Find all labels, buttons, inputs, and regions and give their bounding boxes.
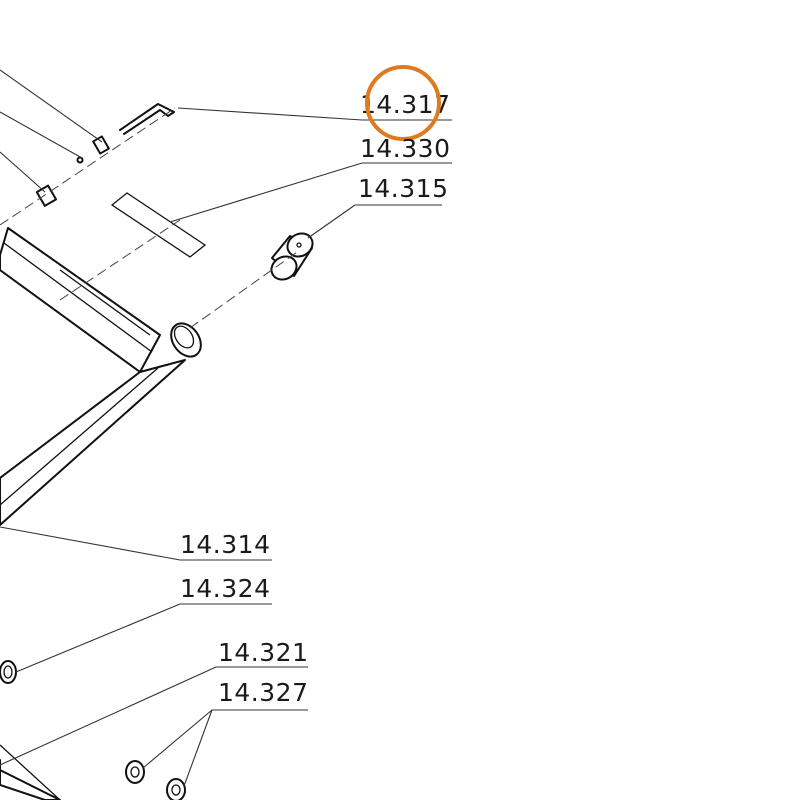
callout-14-324: 14.324 — [15, 574, 272, 673]
callout-label-14-327: 14.327 — [218, 678, 308, 707]
callout-label-14-314: 14.314 — [180, 530, 270, 559]
offscreen-leaders — [0, 69, 103, 193]
callout-label-14-324: 14.324 — [180, 574, 270, 603]
callout-label-14-315: 14.315 — [358, 174, 448, 203]
callout-label-14-330: 14.330 — [360, 134, 450, 163]
callout-14-327: 14.327 — [142, 678, 308, 787]
pin-part — [119, 103, 175, 135]
ring-parts — [0, 660, 186, 800]
callout-14-315: 14.315 — [307, 174, 448, 239]
center-lines — [0, 107, 301, 329]
bushing-part — [270, 232, 314, 281]
callout-label-14-317: 14.317 — [360, 90, 450, 119]
highlight-circle — [365, 65, 441, 141]
callout-14-330: 14.330 — [169, 134, 452, 223]
callout-label-14-321: 14.321 — [218, 638, 308, 667]
callout-14-314: 14.314 — [0, 526, 272, 561]
plate-part — [110, 192, 207, 258]
frame-assembly — [0, 227, 202, 800]
small-fasteners — [35, 135, 110, 207]
callout-14-321: 14.321 — [0, 638, 308, 766]
callout-14-317: 14.317 — [177, 65, 452, 141]
